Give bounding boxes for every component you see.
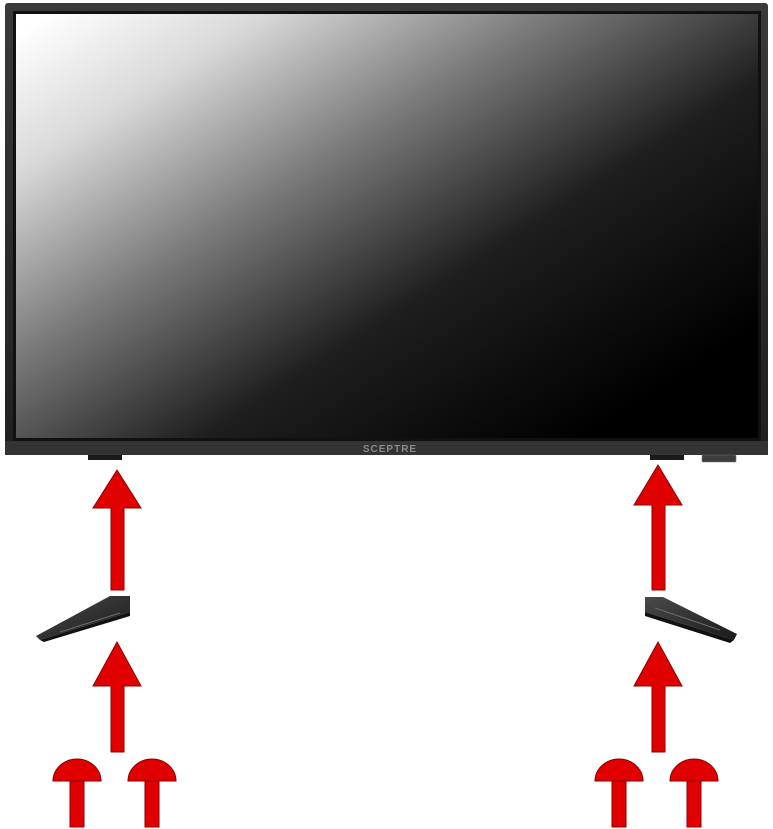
screw-icon	[128, 759, 176, 827]
up-arrow-icon	[93, 470, 141, 590]
tv-control-buttons	[702, 455, 736, 462]
up-arrow-icon	[634, 465, 682, 590]
left-stand	[36, 596, 130, 642]
tv-foot-slot-right	[650, 455, 684, 460]
screw-icon	[53, 759, 101, 827]
screw-icon	[670, 759, 718, 827]
tv-screen	[16, 14, 758, 438]
tv-foot-slot-left	[88, 455, 122, 460]
up-arrow-icon	[93, 642, 141, 752]
up-arrow-icon	[634, 642, 682, 752]
screw-icon	[595, 759, 643, 827]
right-stand	[645, 597, 737, 643]
tv-brand-logo: SCEPTRE	[363, 444, 417, 455]
television: SCEPTRE	[5, 3, 768, 462]
